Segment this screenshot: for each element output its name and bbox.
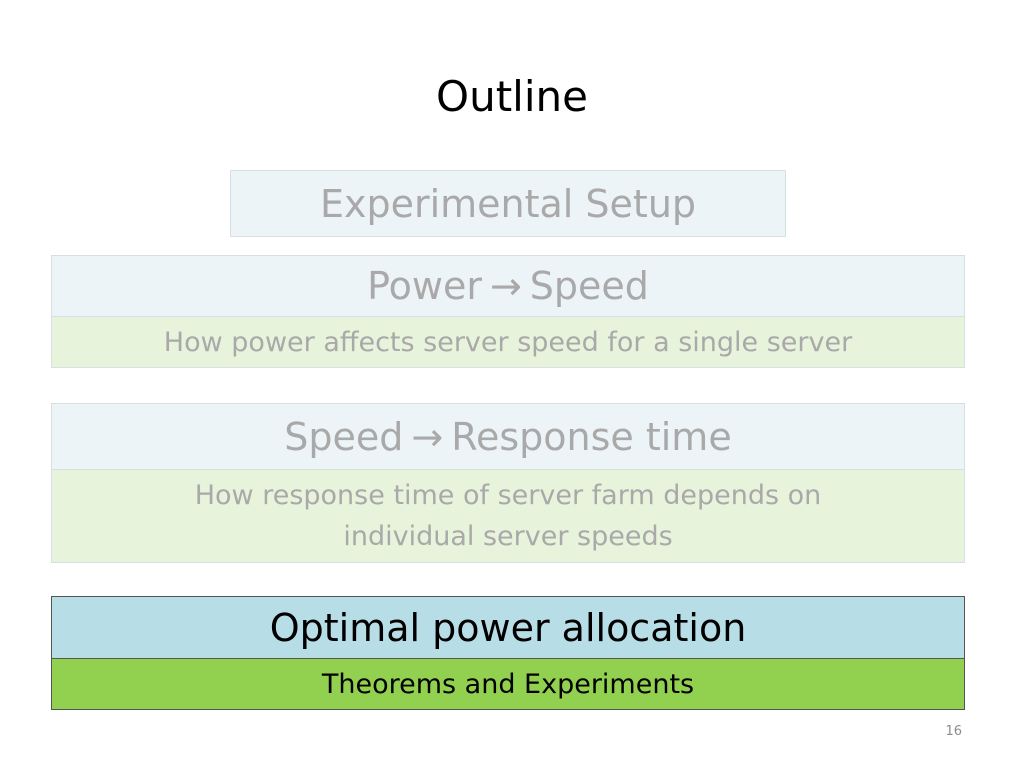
section-speed-response-description-line2: individual server speeds xyxy=(343,521,673,552)
section-power-speed-subtitle: How power affects server speed for a sin… xyxy=(51,316,965,368)
slide-number: 16 xyxy=(945,724,962,739)
section-speed-response-header: Speed → Response time xyxy=(51,403,965,470)
section-response-time-label: Response time xyxy=(451,414,732,459)
section-experimental-setup: Experimental Setup xyxy=(230,170,786,237)
right-arrow-icon: → xyxy=(489,264,522,308)
section-optimal-power-subtitle: Theorems and Experiments xyxy=(51,658,965,710)
section-speed-label: Speed xyxy=(284,414,404,459)
section-optimal-power-description: Theorems and Experiments xyxy=(321,668,695,700)
right-arrow-icon: → xyxy=(411,414,444,459)
section-experimental-setup-label: Experimental Setup xyxy=(319,181,697,226)
section-speed-response-description-line1: How response time of server farm depends… xyxy=(194,480,822,511)
section-optimal-power-header: Optimal power allocation xyxy=(51,596,965,659)
section-optimal-power-label: Optimal power allocation xyxy=(269,605,747,650)
section-power-speed-header: Power → Speed xyxy=(51,255,965,317)
section-speed-label: Speed xyxy=(529,264,649,308)
section-power-label: Power xyxy=(367,264,482,308)
section-speed-response-subtitle: How response time of server farm depends… xyxy=(51,469,965,563)
section-power-speed-description: How power affects server speed for a sin… xyxy=(163,326,853,358)
slide-title: Outline xyxy=(436,72,588,121)
